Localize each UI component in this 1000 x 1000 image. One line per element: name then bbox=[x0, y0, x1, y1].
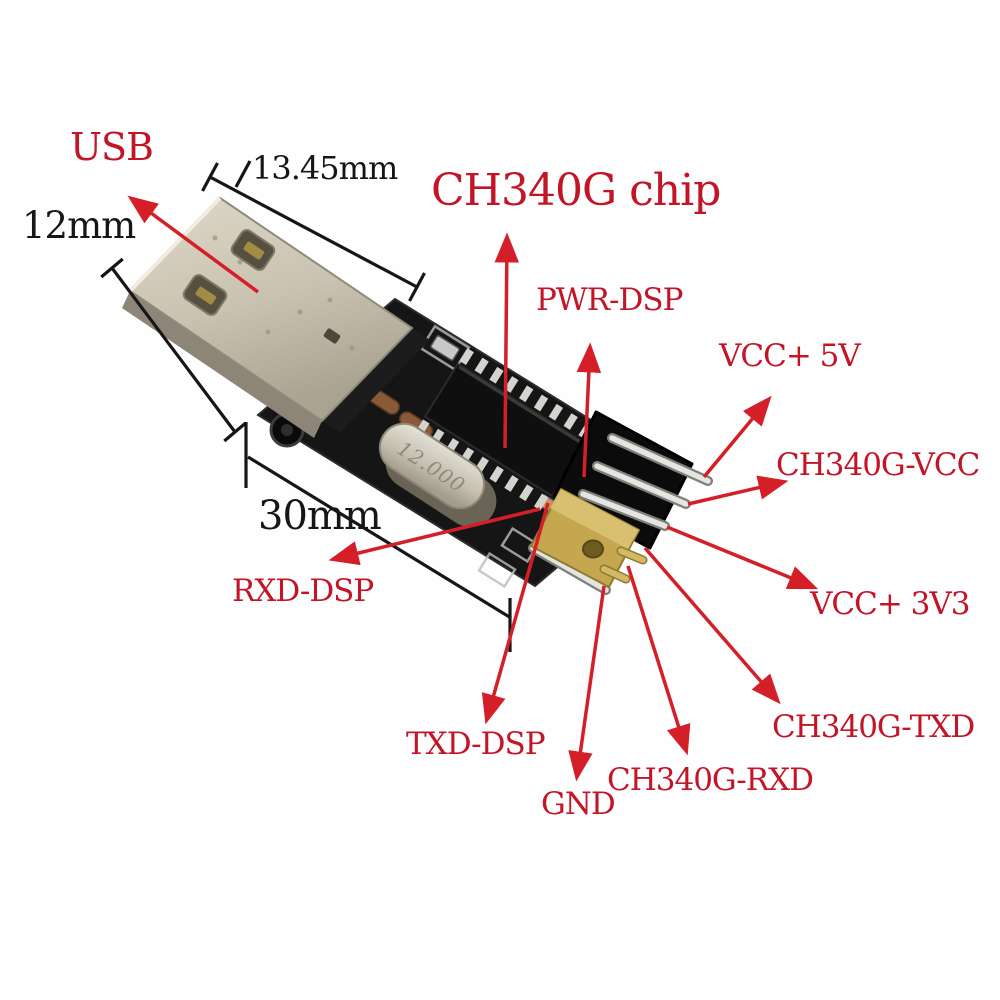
label-ch340g-vcc: CH340G-VCC bbox=[776, 447, 980, 483]
label-ch340g-txd: CH340G-TXD bbox=[772, 709, 975, 745]
header-pin bbox=[528, 543, 611, 595]
chip-pin-row bbox=[459, 348, 595, 441]
annotation-arrows bbox=[127, 195, 819, 782]
shell-speckles bbox=[212, 235, 355, 351]
header-pins bbox=[528, 433, 713, 595]
dimension-label-30mm: 30mm bbox=[258, 493, 382, 539]
label-ch340g-rxd: CH340G-RXD bbox=[607, 762, 814, 798]
header-pin bbox=[592, 461, 691, 509]
arrow-pwr-dsp bbox=[576, 342, 602, 478]
arrow-ch340g-txd bbox=[643, 546, 781, 705]
arrow-ch340g-vcc bbox=[687, 475, 789, 506]
usb-retention-hole bbox=[323, 328, 341, 344]
dimension-label-12mm: 12mm bbox=[22, 204, 136, 247]
label-vcc-3v3: VCC+ 3V3 bbox=[810, 586, 970, 622]
label-pwr-dsp: PWR-DSP bbox=[536, 282, 683, 318]
jumper-pin bbox=[618, 548, 646, 563]
usb-contact-hole bbox=[230, 229, 276, 271]
label-usb: USB bbox=[70, 125, 154, 169]
arrow-usb bbox=[127, 195, 260, 294]
arrow-ch340g-chip bbox=[494, 232, 520, 449]
arrow-vcc-5v bbox=[702, 395, 772, 479]
jumper-pin bbox=[601, 566, 629, 582]
jumper-block bbox=[530, 488, 648, 588]
arrow-gnd bbox=[568, 585, 606, 782]
label-ch340g-chip: CH340G chip bbox=[431, 165, 721, 216]
header-pin bbox=[578, 489, 670, 531]
jumper-hole bbox=[582, 539, 604, 559]
header-pin bbox=[607, 433, 713, 486]
label-txd-dsp: TXD-DSP bbox=[406, 726, 546, 762]
usb-shell-side-face bbox=[122, 291, 322, 438]
dimension-line-13-45mm bbox=[201, 160, 426, 302]
arrow-rxd-dsp bbox=[328, 507, 541, 566]
chip-pin-row bbox=[415, 419, 551, 512]
usb-plastic-back bbox=[322, 328, 430, 432]
dimension-label-13-45mm: 13.45mm bbox=[252, 149, 398, 187]
label-vcc-5v: VCC+ 5V bbox=[719, 338, 861, 374]
usb-connector bbox=[122, 196, 430, 438]
dimension-line-12mm bbox=[100, 257, 247, 443]
usb-contact-hole bbox=[182, 274, 228, 316]
arrow-txd-dsp bbox=[481, 502, 550, 725]
label-gnd: GND bbox=[541, 786, 616, 822]
arrow-vcc-3v3 bbox=[666, 525, 819, 590]
label-rxd-dsp: RXD-DSP bbox=[232, 573, 374, 609]
arrow-ch340g-rxd bbox=[626, 565, 691, 756]
